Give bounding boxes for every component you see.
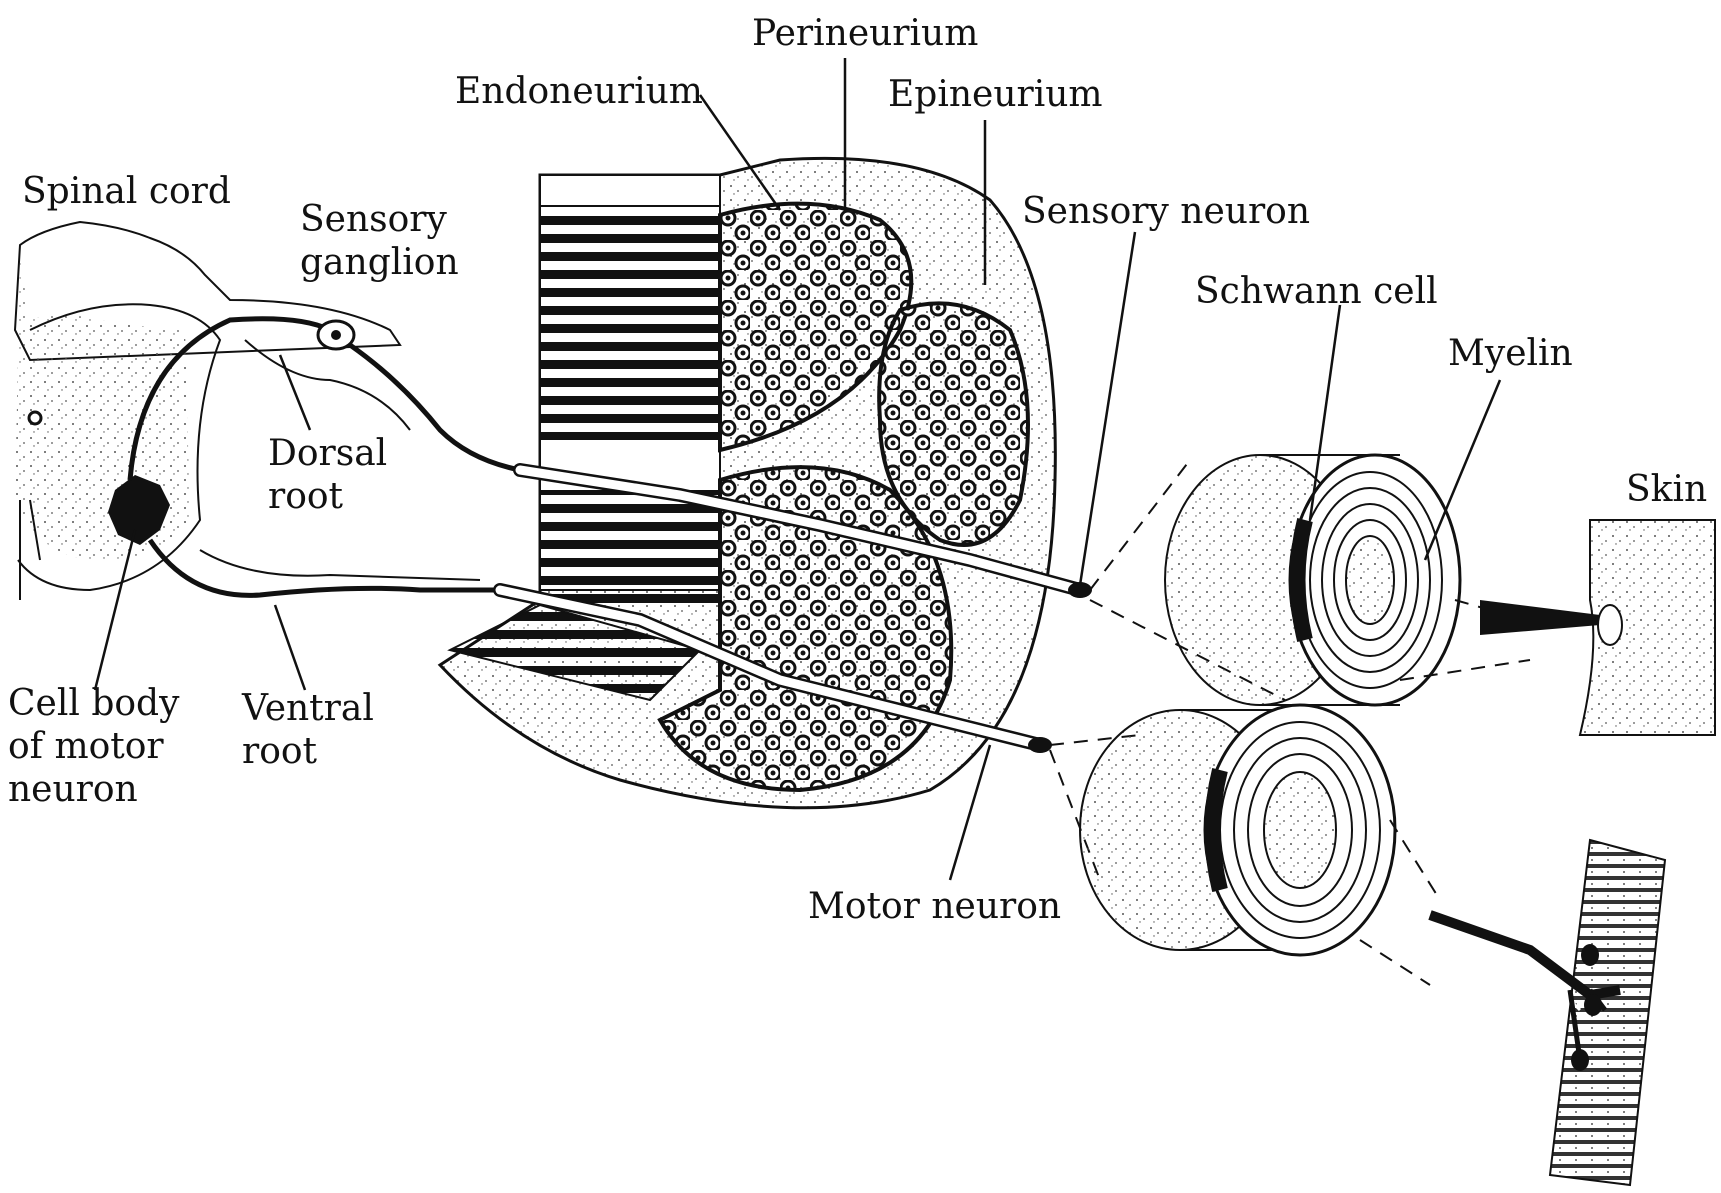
label-sensory-neuron: Sensory neuron [1022,190,1310,233]
muscle-fiber [1430,840,1665,1185]
label-motor-neuron: Motor neuron [808,885,1061,928]
label-epineurium: Epineurium [888,73,1103,116]
nerve-cross-section [440,158,1092,807]
label-skin: Skin [1626,468,1707,511]
label-perineurium: Perineurium [752,12,978,55]
label-cell-body-of-motor-neuron: Cell body of motor neuron [8,682,179,812]
skin-receptor [1480,520,1715,735]
label-dorsal-root: Dorsal root [268,432,387,518]
label-schwann-cell: Schwann cell [1195,270,1438,313]
label-ventral-root: Ventral root [242,687,374,773]
label-spinal-cord: Spinal cord [22,170,231,213]
myelinated-axon-upper [1090,455,1530,705]
label-myelin: Myelin [1448,332,1573,375]
label-endoneurium: Endoneurium [455,70,703,113]
label-sensory-ganglion: Sensory ganglion [300,198,459,284]
myelinated-axon-lower [1050,705,1440,985]
